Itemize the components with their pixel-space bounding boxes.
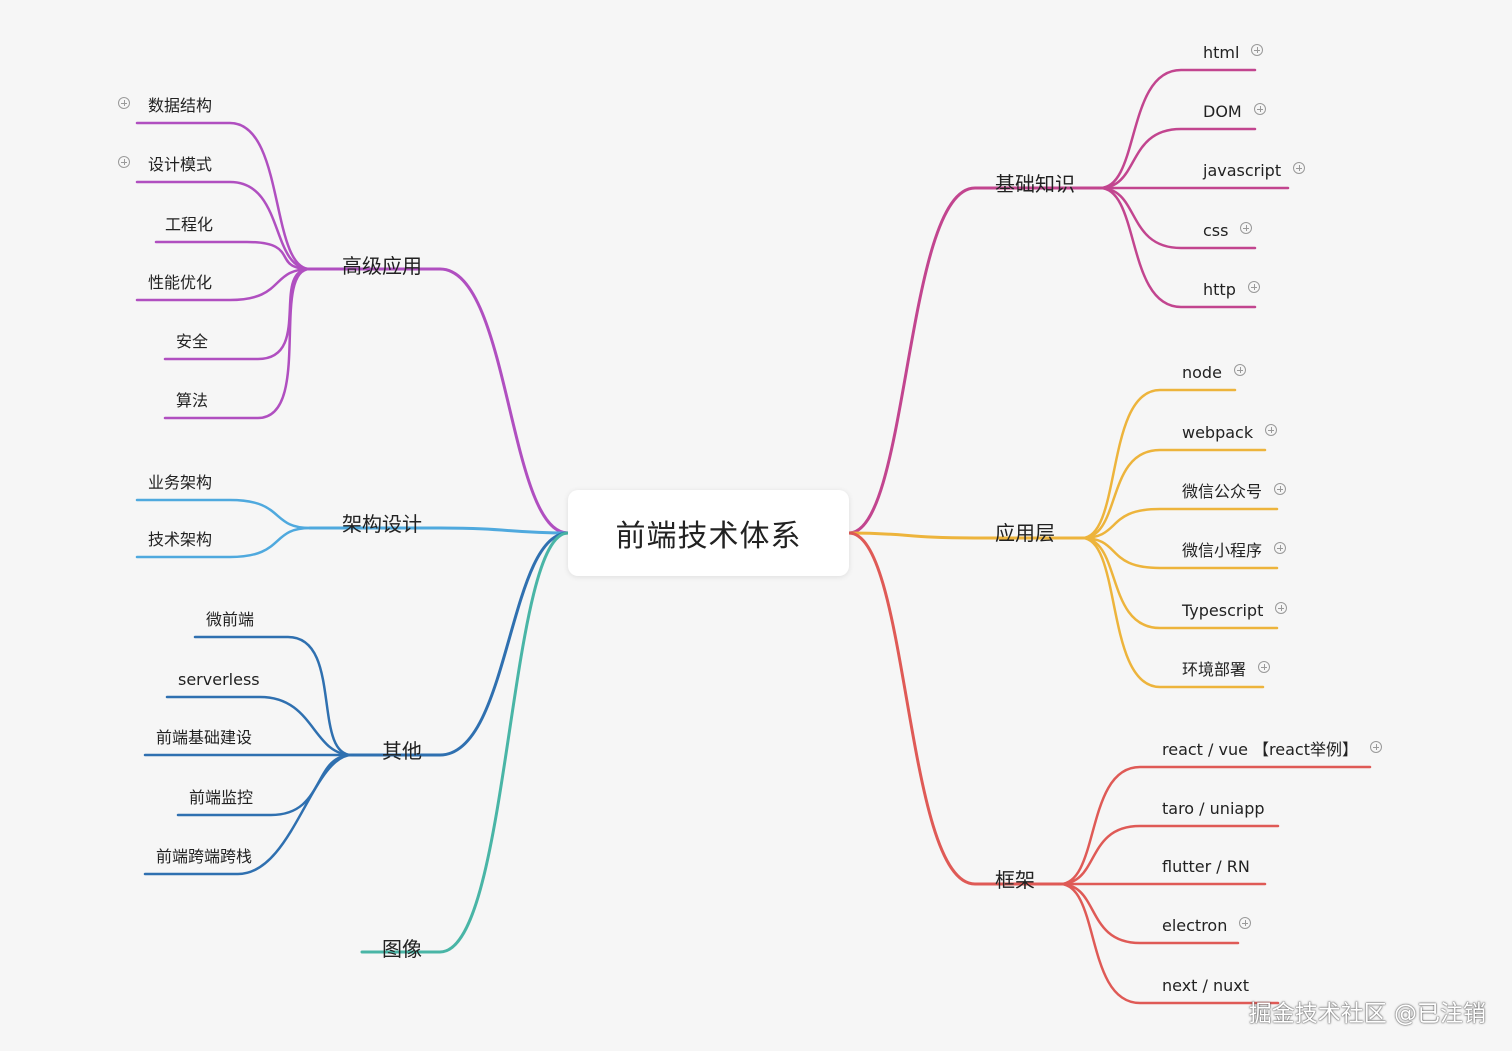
subtopic-label[interactable]: 设计模式 [148, 155, 213, 174]
subtopic-label[interactable]: html [1203, 43, 1240, 62]
subtopic-label[interactable]: 技术架构 [148, 530, 213, 549]
subtopic-connector [1080, 507, 1279, 540]
subtopic-connector [1098, 127, 1257, 190]
branch-connector [847, 531, 1062, 886]
expand-plus-icon[interactable] [1239, 917, 1252, 929]
subtopic-label[interactable]: 性能优化 [148, 273, 213, 292]
subtopic-connector [1058, 882, 1280, 1005]
subtopic-label[interactable]: http [1203, 280, 1236, 299]
root-topic-label: 前端技术体系 [615, 519, 802, 554]
subtopic-label[interactable]: 微前端 [206, 610, 255, 629]
subtopic-connector [1058, 882, 1240, 945]
expand-plus-icon[interactable] [118, 156, 130, 168]
expand-plus-icon[interactable] [118, 97, 130, 109]
expand-plus-icon[interactable] [1253, 103, 1266, 115]
expand-plus-icon[interactable] [1274, 542, 1287, 554]
subtopic-label[interactable]: react / vue 【react举例】 [1162, 740, 1358, 759]
subtopic-label[interactable]: css [1203, 221, 1229, 240]
branch-topic[interactable]: 其他 [382, 739, 422, 763]
subtopic-label[interactable]: 前端基础建设 [156, 728, 253, 747]
branch-topic[interactable]: 图像 [382, 937, 422, 961]
expand-plus-icon[interactable] [1293, 162, 1306, 174]
subtopic-label[interactable]: 前端监控 [189, 788, 254, 807]
subtopic-label[interactable]: 算法 [176, 391, 209, 410]
subtopic-connector [135, 526, 312, 559]
subtopic-connector [1058, 824, 1280, 886]
subtopic-connector [1080, 388, 1237, 540]
branch-topic[interactable]: 应用层 [995, 521, 1055, 545]
watermark: 掘金技术社区 @已注销 [1248, 1001, 1486, 1027]
root-topic[interactable]: 前端技术体系 [568, 490, 849, 576]
subtopic-label[interactable]: taro / uniapp [1162, 799, 1265, 818]
subtopic-connector [165, 695, 354, 757]
subtopic-connector [154, 240, 312, 271]
expand-plus-icon[interactable] [1233, 364, 1246, 376]
subtopic-connector [1098, 186, 1257, 250]
branch-connector [350, 531, 570, 757]
subtopic-connector [135, 267, 312, 302]
subtopic-connector [163, 267, 312, 420]
subtopic-label[interactable]: next / nuxt [1162, 976, 1250, 995]
subtopic-connector [143, 753, 354, 876]
expand-plus-icon[interactable] [1240, 222, 1253, 234]
subtopic-connector [193, 635, 354, 757]
expand-plus-icon[interactable] [1370, 741, 1382, 753]
subtopic-label[interactable]: 数据结构 [148, 96, 213, 115]
subtopic-label[interactable]: 工程化 [165, 215, 214, 234]
branch-connector [308, 267, 570, 535]
subtopic-label[interactable]: 环境部署 [1182, 660, 1247, 679]
branch-topic[interactable]: 架构设计 [342, 512, 422, 536]
expand-plus-icon[interactable] [1274, 483, 1287, 495]
subtopic-label[interactable]: 微信公众号 [1182, 482, 1263, 501]
subtopic-connector [1080, 536, 1279, 630]
subtopic-label[interactable]: node [1182, 363, 1222, 382]
subtopic-label[interactable]: 业务架构 [148, 473, 213, 492]
expand-plus-icon[interactable] [1275, 602, 1288, 614]
subtopic-label[interactable]: 安全 [176, 332, 209, 351]
subtopic-connector [135, 498, 312, 530]
subtopic-connector [1098, 68, 1257, 190]
subtopic-connector [135, 180, 312, 271]
subtopic-label[interactable]: 微信小程序 [1182, 541, 1263, 560]
subtopic-label[interactable]: DOM [1203, 102, 1242, 121]
branch-connector [360, 531, 570, 954]
subtopic-connector [1098, 186, 1257, 309]
branch-connector [308, 526, 570, 535]
branch-topic[interactable]: 框架 [995, 868, 1035, 892]
subtopic-connector [1080, 536, 1279, 570]
subtopic-connector [1080, 536, 1265, 689]
subtopic-label[interactable]: serverless [178, 670, 260, 689]
subtopic-connector [1080, 448, 1267, 540]
branch-connector [847, 531, 1084, 540]
branch-topic[interactable]: 基础知识 [995, 172, 1075, 196]
expand-plus-icon[interactable] [1251, 44, 1264, 56]
subtopic-label[interactable]: 前端跨端跨栈 [156, 847, 253, 866]
subtopic-connector [135, 121, 312, 271]
expand-plus-icon[interactable] [1247, 281, 1260, 293]
expand-plus-icon[interactable] [1265, 424, 1278, 436]
branch-connector [847, 186, 1102, 535]
subtopic-label[interactable]: webpack [1182, 423, 1254, 442]
expand-plus-icon[interactable] [1258, 661, 1271, 673]
branch-topic[interactable]: 高级应用 [342, 254, 422, 278]
subtopic-label[interactable]: Typescript [1182, 601, 1264, 620]
subtopic-connector [1058, 765, 1372, 886]
subtopic-label[interactable]: flutter / RN [1162, 857, 1250, 876]
subtopic-label[interactable]: electron [1162, 916, 1228, 935]
subtopic-label[interactable]: javascript [1203, 161, 1282, 180]
